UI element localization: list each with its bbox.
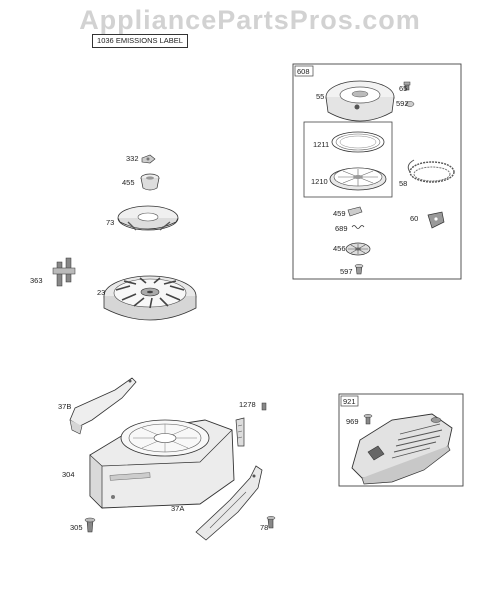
part-304-blower-housing[interactable] (89, 419, 235, 509)
callout-78: 78 (260, 523, 268, 532)
box-608-frame (292, 63, 462, 280)
part-1210-pulley[interactable] (329, 167, 387, 191)
part-37B-air-guide[interactable] (69, 377, 137, 435)
callout-37B: 37B (58, 402, 71, 411)
part-597-screw[interactable] (354, 264, 364, 275)
callout-1211: 1211 (313, 140, 329, 149)
callout-459: 459 (333, 209, 346, 218)
callout-305: 305 (70, 523, 83, 532)
box-608-label: 608 (297, 67, 310, 76)
callout-1210: 1210 (311, 177, 328, 186)
callout-592: 592 (396, 99, 409, 108)
inner-box-pulley (303, 121, 393, 198)
part-78-screw[interactable] (266, 516, 276, 529)
part-592-washer[interactable] (405, 101, 415, 107)
part-305-screw[interactable] (84, 517, 96, 533)
part-58-starter-rope[interactable] (407, 159, 455, 183)
callout-363: 363 (30, 276, 43, 285)
part-1278-bracket[interactable] (235, 402, 267, 447)
part-60-starter-handle[interactable] (427, 211, 445, 229)
box-921-tag (340, 395, 359, 407)
part-455-starter-cup[interactable] (140, 173, 160, 191)
part-73-fan-retainer[interactable] (117, 205, 179, 231)
callout-73: 73 (106, 218, 114, 227)
callout-23: 23 (97, 288, 105, 297)
part-55-starter-housing[interactable] (325, 80, 395, 122)
part-37A-air-guide[interactable] (195, 465, 263, 541)
callout-969: 969 (346, 417, 359, 426)
callout-689: 689 (335, 224, 348, 233)
callout-55: 55 (316, 92, 324, 101)
emissions-label-box: 1036 EMISSIONS LABEL (92, 34, 188, 48)
part-456-ratchet[interactable] (345, 242, 371, 256)
part-459-pawl[interactable] (347, 206, 363, 217)
part-65-screw[interactable] (403, 81, 411, 91)
box-921-frame (338, 393, 464, 487)
callout-1278: 1278 (239, 400, 256, 409)
callout-332: 332 (126, 154, 139, 163)
callout-455: 455 (122, 178, 135, 187)
part-332-nut[interactable] (141, 154, 156, 164)
box-608-tag (294, 65, 314, 77)
callout-597: 597 (340, 267, 353, 276)
callout-456: 456 (333, 244, 346, 253)
callout-304: 304 (62, 470, 75, 479)
callout-58: 58 (399, 179, 407, 188)
box-921-label: 921 (343, 397, 356, 406)
watermark: AppliancePartsPros.com (79, 5, 421, 35)
part-921-engine-cover[interactable] (351, 413, 453, 485)
part-689-spring[interactable] (351, 225, 365, 229)
part-23-flywheel[interactable] (103, 275, 197, 321)
callout-37A: 37A (171, 504, 184, 513)
callout-65: 65 (399, 84, 407, 93)
part-1211-rewind-spring[interactable] (331, 131, 385, 153)
callout-60: 60 (410, 214, 418, 223)
part-969-screw[interactable] (363, 414, 373, 425)
part-363-spark-plug-terminal[interactable] (52, 257, 76, 287)
